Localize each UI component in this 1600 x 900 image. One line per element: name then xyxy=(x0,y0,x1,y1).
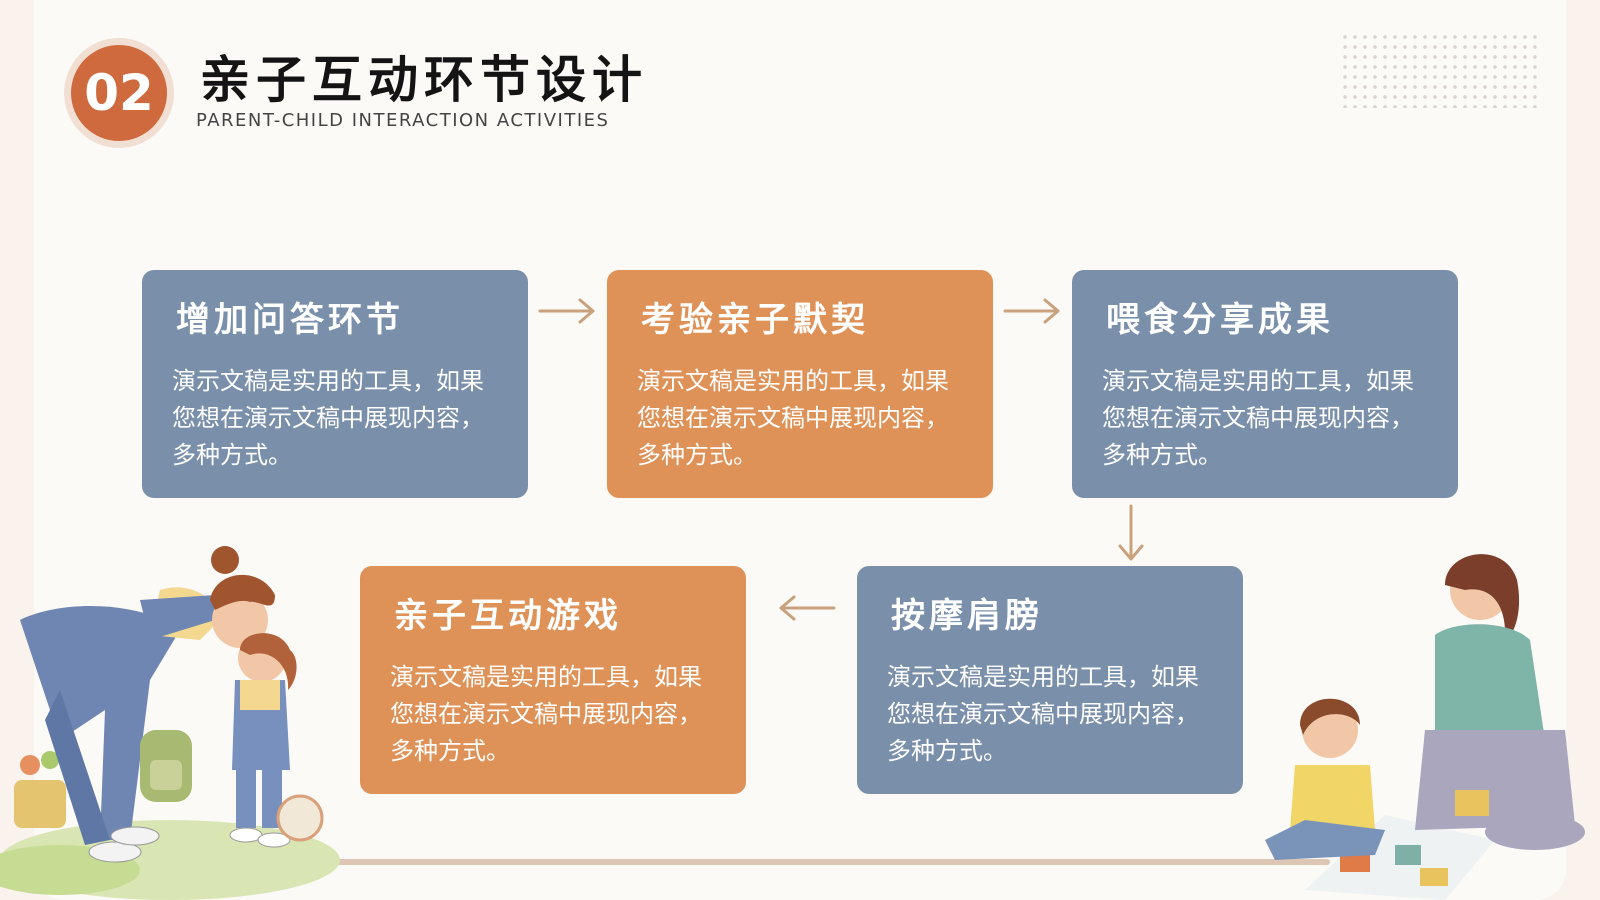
step-card-title: 喂食分享成果 xyxy=(1106,300,1334,340)
step-card-body: 演示文稿是实用的工具，如果您想在演示文稿中展现内容，多种方式。 xyxy=(172,367,484,469)
section-number-badge: 02 xyxy=(64,38,174,148)
arrow-right-icon xyxy=(1003,296,1061,326)
page-subtitle: PARENT-CHILD INTERACTION ACTIVITIES xyxy=(196,110,610,131)
step-card-title: 亲子互动游戏 xyxy=(394,596,622,636)
mother-son-playing-illustration-icon xyxy=(1265,554,1585,900)
step-card-feeding[interactable]: 喂食分享成果 演示文稿是实用的工具，如果您想在演示文稿中展现内容，多种方式。 xyxy=(1072,270,1458,498)
step-card-title: 按摩肩膀 xyxy=(891,596,1043,636)
step-card-qa[interactable]: 增加问答环节 演示文稿是实用的工具，如果您想在演示文稿中展现内容，多种方式。 xyxy=(142,270,528,498)
step-card-game[interactable]: 亲子互动游戏 演示文稿是实用的工具，如果您想在演示文稿中展现内容，多种方式。 xyxy=(360,566,746,794)
step-card-body: 演示文稿是实用的工具，如果您想在演示文稿中展现内容，多种方式。 xyxy=(1102,367,1414,469)
step-card-body: 演示文稿是实用的工具，如果您想在演示文稿中展现内容，多种方式。 xyxy=(390,663,702,765)
ground-line xyxy=(330,859,1330,865)
step-card-body: 演示文稿是实用的工具，如果您想在演示文稿中展现内容，多种方式。 xyxy=(637,367,949,469)
step-card-title: 增加问答环节 xyxy=(176,300,404,340)
dot-pattern-decoration xyxy=(1340,32,1542,108)
section-number: 02 xyxy=(71,45,167,141)
arrow-left-icon xyxy=(778,593,836,623)
arrow-down-icon xyxy=(1116,504,1146,562)
step-card-massage[interactable]: 按摩肩膀 演示文稿是实用的工具，如果您想在演示文稿中展现内容，多种方式。 xyxy=(857,566,1243,794)
mother-child-illustration-icon xyxy=(0,546,340,900)
page-title: 亲子互动环节设计 xyxy=(200,51,648,109)
arrow-right-icon xyxy=(538,296,596,326)
step-card-title: 考验亲子默契 xyxy=(641,300,869,340)
step-card-body: 演示文稿是实用的工具，如果您想在演示文稿中展现内容，多种方式。 xyxy=(887,663,1199,765)
step-card-tacit[interactable]: 考验亲子默契 演示文稿是实用的工具，如果您想在演示文稿中展现内容，多种方式。 xyxy=(607,270,993,498)
